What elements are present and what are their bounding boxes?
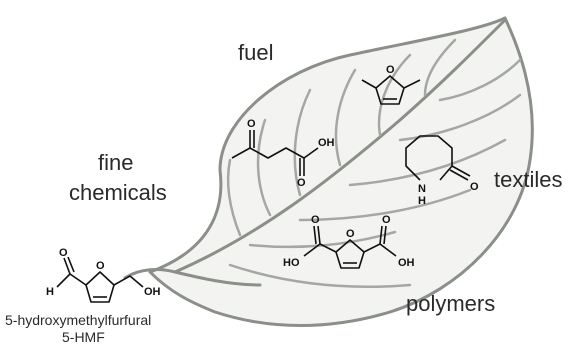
lactam-h: H bbox=[418, 195, 426, 207]
dmf-ring-o: O bbox=[386, 64, 395, 76]
leaf-midrib bbox=[173, 18, 507, 274]
lactam-n: N bbox=[418, 183, 426, 195]
label-chemicals: chemicals bbox=[69, 180, 167, 205]
hmf-aldehyde-o: O bbox=[59, 247, 68, 259]
hmf-molecule bbox=[56, 256, 144, 303]
hmf-ring-o: O bbox=[96, 260, 105, 272]
label-polymers: polymers bbox=[406, 291, 496, 316]
levulinic-acid-oh: OH bbox=[318, 137, 335, 149]
leaf-veins bbox=[226, 38, 522, 289]
fdca-ring-o: O bbox=[346, 228, 355, 240]
fdca-ho: HO bbox=[283, 257, 300, 269]
leaf-outline bbox=[148, 16, 534, 327]
hmf-hydroxyl: OH bbox=[144, 286, 161, 298]
hmf-name: 5-hydroxymethylfurfural bbox=[5, 312, 152, 328]
levulinic-acid-o: O bbox=[297, 177, 306, 189]
hmf-aldehyde-h: H bbox=[46, 286, 54, 298]
levulinic-acid-molecule bbox=[231, 130, 319, 176]
levulinic-ketone-o: O bbox=[247, 118, 256, 130]
label-fuel: fuel bbox=[238, 40, 274, 65]
fdca-oh: OH bbox=[398, 257, 415, 269]
label-fine: fine bbox=[98, 150, 134, 175]
dimethylfuran-molecule bbox=[361, 75, 421, 105]
hmf-abbrev: 5-HMF bbox=[62, 329, 105, 345]
fdca-o-left: O bbox=[311, 214, 320, 226]
caprolactam-molecule bbox=[405, 135, 471, 181]
label-textiles: textiles bbox=[494, 167, 563, 192]
lactam-o: O bbox=[470, 181, 479, 193]
fdca-molecule bbox=[303, 225, 397, 269]
fdca-o-right: O bbox=[382, 214, 391, 226]
